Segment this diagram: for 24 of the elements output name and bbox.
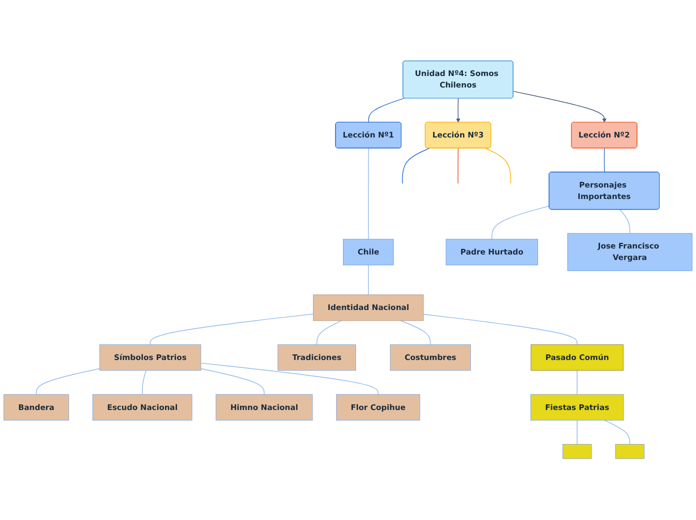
connector-line [36, 368, 100, 396]
connector-line [456, 98, 460, 123]
node-box [615, 444, 644, 460]
connector-line [485, 148, 512, 184]
connector-line [492, 206, 550, 240]
connector-line [142, 370, 146, 396]
connector-line [620, 210, 630, 234]
connector-line [604, 148, 605, 173]
connector-line [200, 368, 265, 396]
connector-line [576, 420, 578, 445]
connector-line [513, 91, 606, 123]
connector-line [458, 148, 459, 184]
connector-line [402, 148, 430, 184]
connector-line [200, 362, 379, 396]
connector-line [576, 370, 578, 396]
connector-line [604, 420, 630, 445]
connector-line [316, 320, 342, 346]
connector-line [368, 148, 369, 240]
connector-line [368, 98, 405, 124]
connector-line [400, 320, 431, 346]
connector-line [368, 264, 369, 296]
connector-line [423, 314, 578, 346]
connector-line [150, 314, 314, 346]
node-box [562, 444, 592, 460]
